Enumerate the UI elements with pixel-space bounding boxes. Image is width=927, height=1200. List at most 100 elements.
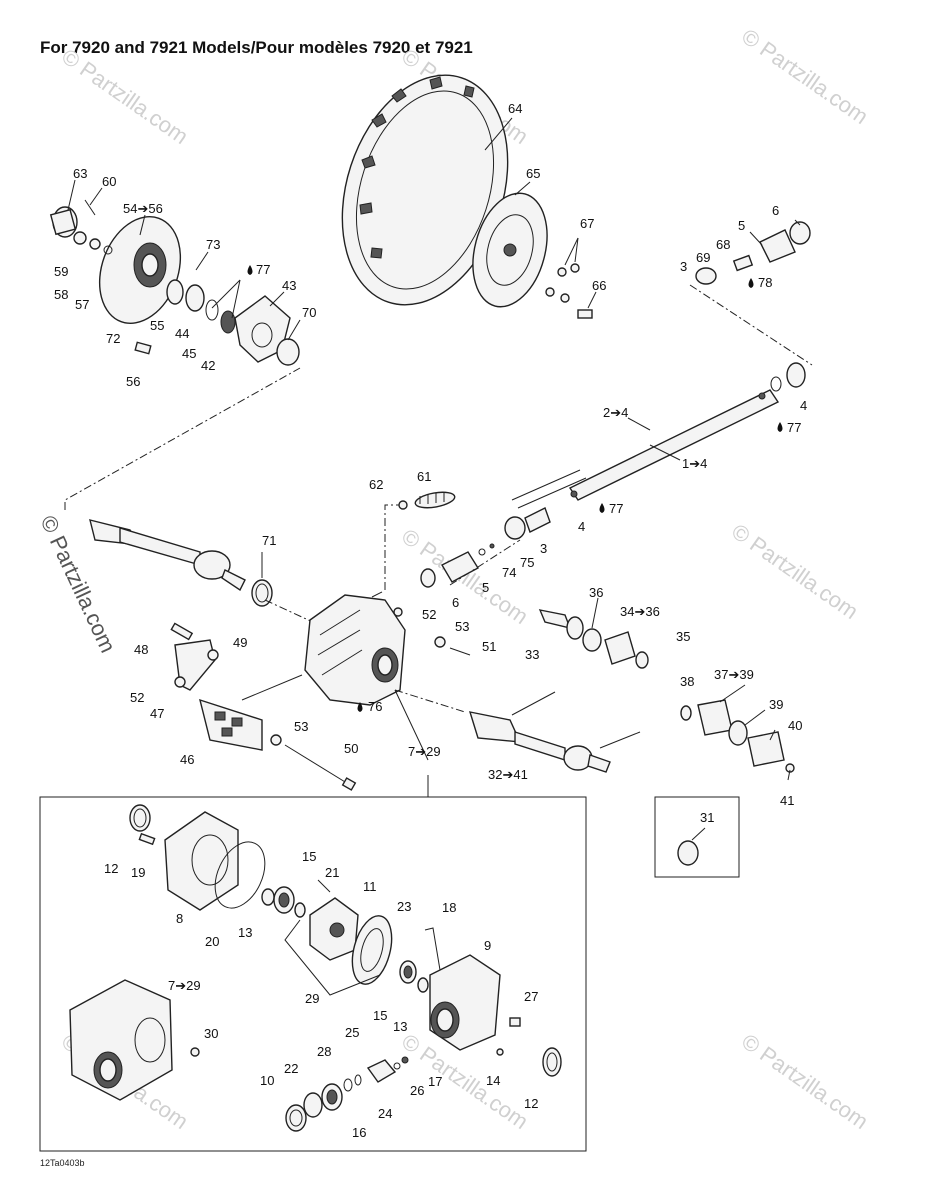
callout-label[interactable]: 64 <box>508 101 522 116</box>
callout-label[interactable]: 25 <box>345 1025 359 1040</box>
callout-label[interactable]: 53 <box>455 619 469 634</box>
o-ring-31-part[interactable] <box>677 840 699 866</box>
callout-label[interactable]: 52 <box>422 607 436 622</box>
callout-label[interactable]: 40 <box>788 718 802 733</box>
callout-label[interactable]: 12 <box>104 861 118 876</box>
small-washers-part[interactable] <box>73 231 113 255</box>
plug-27-part[interactable] <box>509 1017 521 1027</box>
callout-label[interactable]: 63 <box>73 166 87 181</box>
output-seal-part[interactable] <box>420 568 436 588</box>
nut-52-part[interactable] <box>174 676 186 688</box>
pinion-bearing-22-part[interactable] <box>303 1092 323 1118</box>
bolt-30-part[interactable] <box>190 1047 200 1057</box>
callout-label[interactable]: 72 <box>106 331 120 346</box>
callout-label[interactable]: 15 <box>302 849 316 864</box>
callout-label[interactable]: 10 <box>260 1073 274 1088</box>
callout-label[interactable]: 29 <box>305 991 319 1006</box>
callout-label[interactable]: 57 <box>75 297 89 312</box>
boot-kit-37-41-part[interactable] <box>680 699 795 773</box>
long-bolt-part[interactable] <box>284 744 357 791</box>
differential-housing-part[interactable] <box>304 594 406 706</box>
breather-clip-part[interactable] <box>398 500 408 510</box>
right-boot-part[interactable] <box>759 229 796 263</box>
gasket-20-part[interactable] <box>205 834 274 916</box>
callout-label[interactable]: 5 <box>738 218 745 233</box>
callout-label[interactable]: 19 <box>131 865 145 880</box>
callout-label[interactable]: 15 <box>373 1008 387 1023</box>
callout-label[interactable]: 65 <box>526 166 540 181</box>
rim-part[interactable] <box>461 185 559 315</box>
callout-label[interactable]: 56 <box>126 374 140 389</box>
callout-label[interactable]: 9 <box>484 938 491 953</box>
seal-13-left-part[interactable] <box>261 888 275 906</box>
callout-label[interactable]: 77 <box>609 501 623 516</box>
screw-14-part[interactable] <box>496 1048 504 1056</box>
callout-label[interactable]: 75 <box>520 555 534 570</box>
callout-label[interactable]: 68 <box>716 237 730 252</box>
callout-label[interactable]: 6 <box>452 595 459 610</box>
differential-case-11-part[interactable] <box>309 897 359 961</box>
callout-label[interactable]: 21 <box>325 865 339 880</box>
assembly-7-29-part[interactable] <box>69 979 173 1101</box>
vent-fitting-part[interactable] <box>371 504 400 598</box>
callout-label[interactable]: 41 <box>780 793 794 808</box>
pinion-gear-25-part[interactable] <box>366 1059 397 1083</box>
clip-17-part[interactable] <box>401 1056 409 1064</box>
right-cap-part[interactable] <box>789 221 811 245</box>
bolt-21-part[interactable] <box>317 879 331 893</box>
callout-label[interactable]: 66 <box>592 278 606 293</box>
callout-label[interactable]: 20 <box>205 934 219 949</box>
breather-plug-part[interactable] <box>414 490 456 511</box>
callout-label[interactable]: 34➔36 <box>620 604 660 619</box>
callout-label[interactable]: 39 <box>769 697 783 712</box>
callout-label[interactable]: 35 <box>676 629 690 644</box>
callout-label[interactable]: 6 <box>772 203 779 218</box>
bolt-51-part[interactable] <box>434 636 471 656</box>
hub-bolt-part[interactable] <box>134 341 152 355</box>
right-fitting-part[interactable] <box>732 254 754 272</box>
callout-label[interactable]: 55 <box>150 318 164 333</box>
callout-label[interactable]: 1➔4 <box>682 456 707 471</box>
callout-label[interactable]: 47 <box>150 706 164 721</box>
housing-cover-8-part[interactable] <box>164 811 239 911</box>
callout-label[interactable]: 27 <box>524 989 538 1004</box>
output-boot-part[interactable] <box>504 507 551 540</box>
callout-label[interactable]: 4 <box>578 519 585 534</box>
callout-label[interactable]: 13 <box>393 1019 407 1034</box>
callout-label[interactable]: 77 <box>256 262 270 277</box>
hub-cap-part[interactable] <box>49 206 78 238</box>
seal-13-right-part[interactable] <box>417 977 429 993</box>
callout-label[interactable]: 71 <box>262 533 276 548</box>
washer-left-part[interactable] <box>294 902 306 918</box>
callout-label[interactable]: 38 <box>680 674 694 689</box>
callout-label[interactable]: 32➔41 <box>488 767 528 782</box>
callout-label[interactable]: 61 <box>417 469 431 484</box>
callout-label[interactable]: 7➔29 <box>408 744 441 759</box>
callout-label[interactable]: 4 <box>800 398 807 413</box>
boot-kit-33-36-part[interactable] <box>538 609 649 669</box>
callout-label[interactable]: 14 <box>486 1073 500 1088</box>
callout-label[interactable]: 31 <box>700 810 714 825</box>
callout-label[interactable]: 43 <box>282 278 296 293</box>
callout-label[interactable]: 12 <box>524 1096 538 1111</box>
washer-53-lower-part[interactable] <box>270 734 282 746</box>
callout-label[interactable]: 37➔39 <box>714 667 754 682</box>
washer-26-part[interactable] <box>393 1062 401 1070</box>
callout-label[interactable]: 52 <box>130 690 144 705</box>
callout-label[interactable]: 17 <box>428 1074 442 1089</box>
callout-label[interactable]: 74 <box>502 565 516 580</box>
callout-label[interactable]: 45 <box>182 346 196 361</box>
callout-label[interactable]: 46 <box>180 752 194 767</box>
seal-12-left-part[interactable] <box>129 804 151 832</box>
callout-label[interactable]: 76 <box>368 699 382 714</box>
callout-label[interactable]: 5 <box>482 580 489 595</box>
callout-label[interactable]: 18 <box>442 900 456 915</box>
bolt-19-part[interactable] <box>138 832 156 846</box>
callout-label[interactable]: 8 <box>176 911 183 926</box>
output-washers-part[interactable] <box>478 543 495 556</box>
callout-label[interactable]: 59 <box>54 264 68 279</box>
callout-label[interactable]: 3 <box>540 541 547 556</box>
callout-label[interactable]: 51 <box>482 639 496 654</box>
callout-label[interactable]: 44 <box>175 326 189 341</box>
ring-gear-23-part[interactable] <box>346 912 399 989</box>
